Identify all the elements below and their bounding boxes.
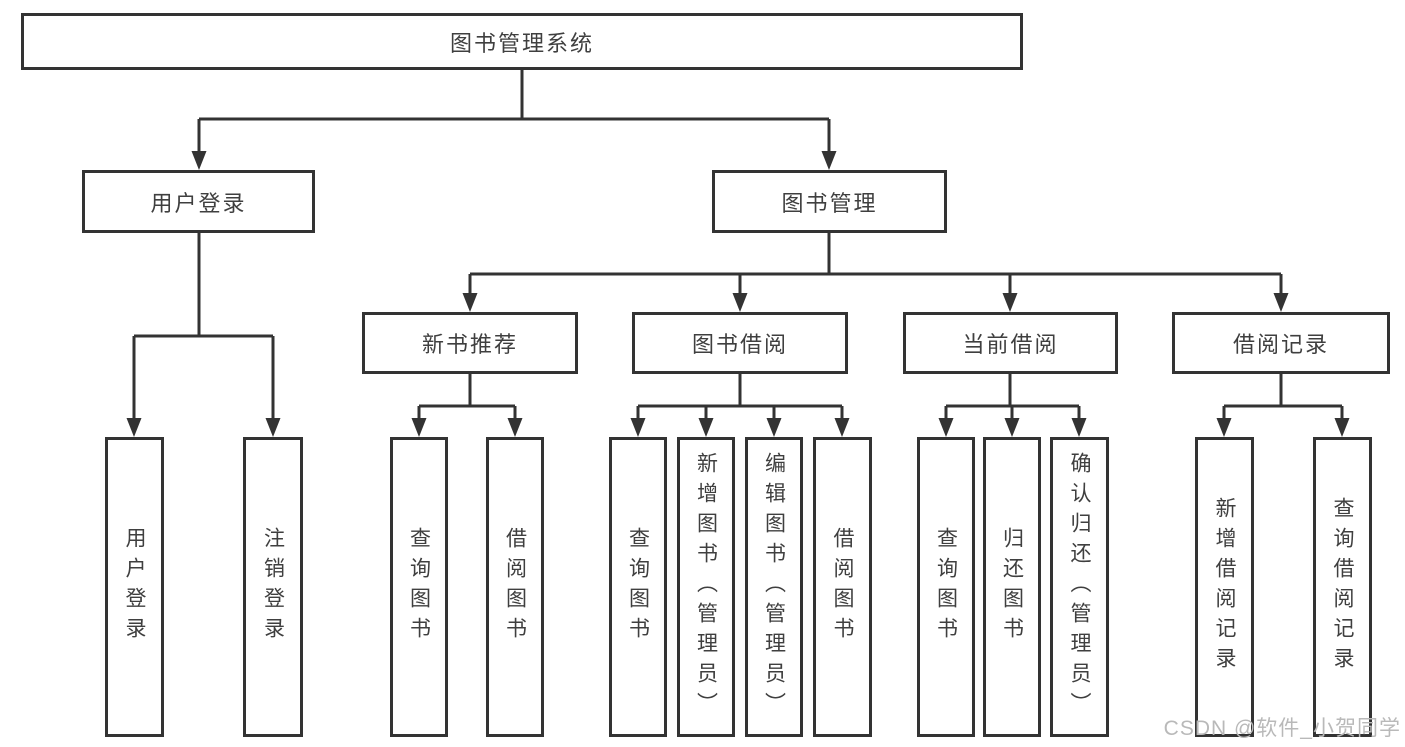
leaf-current-confirm-return-admin-label: 确认归还（管理员） <box>1068 452 1091 722</box>
leaf-borrow-edit-book-admin-label: 编辑图书（管理员） <box>762 452 786 722</box>
node-borrowing-records: 借阅记录 <box>1172 312 1390 374</box>
leaf-borrow-borrow-book: 借阅图书 <box>813 437 872 737</box>
node-user-login: 用户登录 <box>82 170 315 233</box>
node-new-book-recommend-label: 新书推荐 <box>421 332 518 357</box>
node-root-label: 图书管理系统 <box>449 30 594 56</box>
node-book-management: 图书管理 <box>712 170 947 233</box>
arrowheads <box>126 151 1350 437</box>
node-root: 图书管理系统 <box>21 13 1023 70</box>
leaf-current-return-book: 归还图书 <box>983 437 1041 737</box>
node-book-borrowing: 图书借阅 <box>632 312 848 374</box>
leaf-borrow-add-book-admin: 新增图书（管理员） <box>677 437 735 737</box>
leaf-borrow-query-book-label: 查询图书 <box>626 527 650 647</box>
leaf-user-login: 用户登录 <box>105 437 164 737</box>
node-current-borrowing-label: 当前借阅 <box>962 332 1059 357</box>
watermark: CSDN @软件_小贺同学 <box>1163 717 1401 740</box>
node-borrowing-records-label: 借阅记录 <box>1232 332 1329 357</box>
leaf-logout-label: 注销登录 <box>261 527 285 647</box>
leaf-borrow-borrow-book-label: 借阅图书 <box>831 527 854 647</box>
leaf-current-query-book: 查询图书 <box>917 437 975 737</box>
leaf-borrow-add-book-admin-label: 新增图书（管理员） <box>694 452 718 722</box>
leaf-records-query-record: 查询借阅记录 <box>1313 437 1372 737</box>
leaf-records-add-record: 新增借阅记录 <box>1195 437 1254 737</box>
leaf-current-confirm-return-admin: 确认归还（管理员） <box>1050 437 1109 737</box>
leaf-recommend-borrow-book: 借阅图书 <box>486 437 544 737</box>
leaf-recommend-query-book-label: 查询图书 <box>407 527 431 647</box>
leaf-current-query-book-label: 查询图书 <box>934 527 958 647</box>
leaf-borrow-edit-book-admin: 编辑图书（管理员） <box>745 437 803 737</box>
leaf-borrow-query-book: 查询图书 <box>609 437 667 737</box>
node-current-borrowing: 当前借阅 <box>903 312 1118 374</box>
leaf-current-return-book-label: 归还图书 <box>1000 527 1024 647</box>
leaf-recommend-query-book: 查询图书 <box>390 437 448 737</box>
leaf-records-add-record-label: 新增借阅记录 <box>1213 497 1236 677</box>
node-user-login-label: 用户登录 <box>150 190 247 216</box>
node-book-management-label: 图书管理 <box>781 190 878 216</box>
leaf-records-query-record-label: 查询借阅记录 <box>1331 497 1354 677</box>
node-new-book-recommend: 新书推荐 <box>362 312 578 374</box>
connector-paths <box>132 70 1344 419</box>
node-book-borrowing-label: 图书借阅 <box>691 332 788 357</box>
leaf-recommend-borrow-book-label: 借阅图书 <box>503 527 527 647</box>
leaf-user-login-label: 用户登录 <box>123 527 146 647</box>
leaf-logout: 注销登录 <box>243 437 303 737</box>
